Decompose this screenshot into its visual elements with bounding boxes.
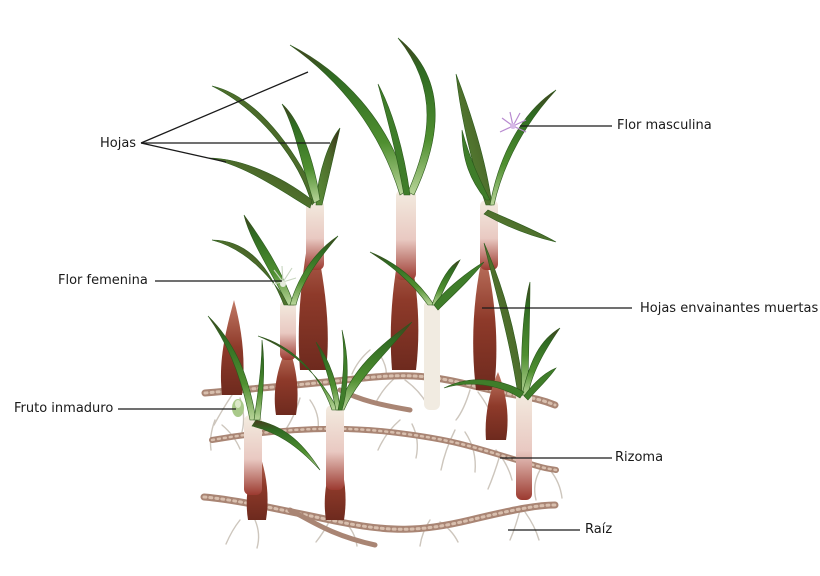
label-raiz: Raíz xyxy=(585,523,612,536)
fruit-icon xyxy=(232,399,244,417)
label-fruto-inmaduro: Fruto inmaduro xyxy=(14,402,113,415)
label-rizoma: Rizoma xyxy=(615,451,663,464)
leader-line-hojas-3 xyxy=(141,143,226,162)
label-hojas-envainantes-muertas: Hojas envainantes muertas xyxy=(640,302,818,315)
label-flor-femenina: Flor femenina xyxy=(58,274,148,287)
label-hojas: Hojas xyxy=(100,137,136,150)
leader-line-hojas-1 xyxy=(141,72,308,143)
leader-lines xyxy=(118,72,632,530)
label-flor-masculina: Flor masculina xyxy=(617,119,712,132)
